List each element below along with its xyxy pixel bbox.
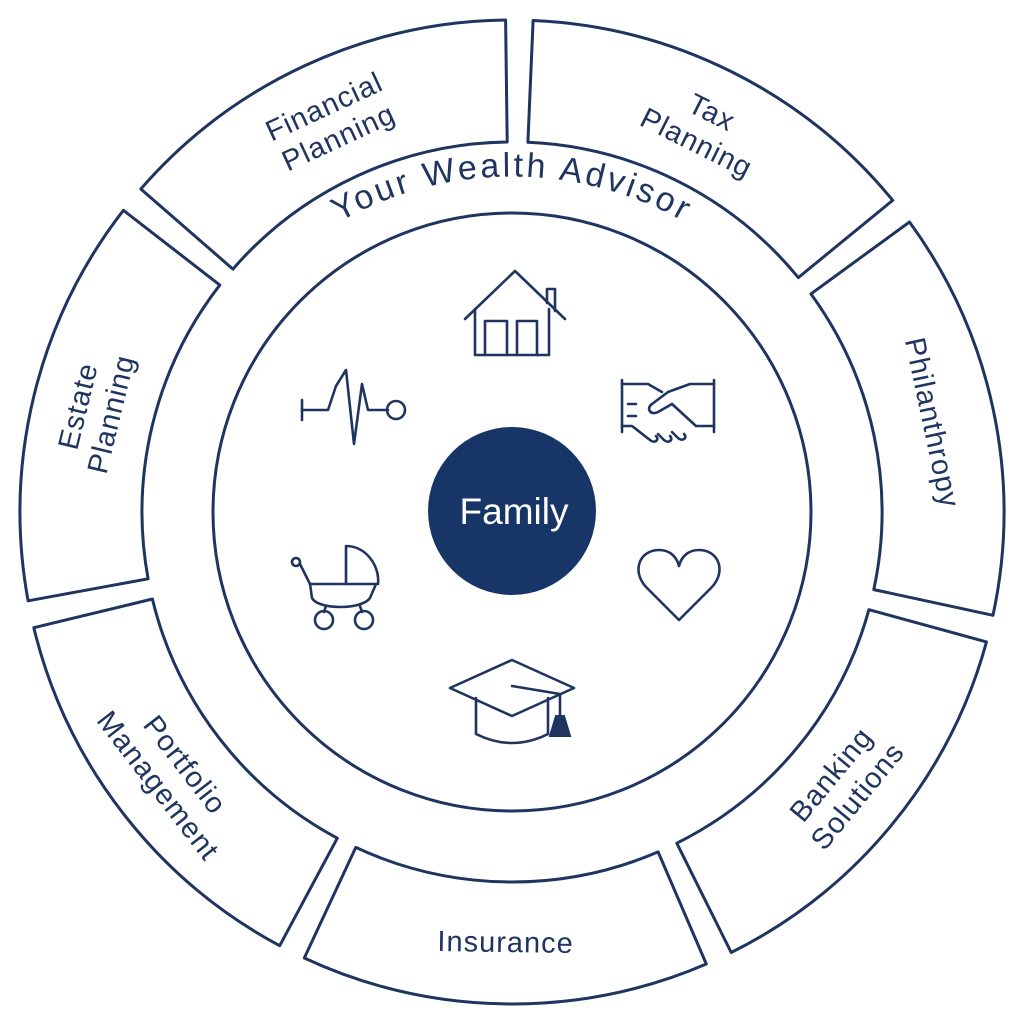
- family-hub: [428, 427, 596, 595]
- segment-label-portfolio: PortfolioManagement: [90, 685, 252, 867]
- segment-estate: [18, 208, 222, 603]
- segment-label-philanthropy: Philanthropy: [898, 335, 965, 511]
- graduation-cap-icon: [448, 658, 576, 745]
- stroller-icon: [290, 544, 380, 631]
- segment-tax: [526, 19, 895, 280]
- segment-label-tax: TaxPlanning: [635, 72, 773, 185]
- segment-label-banking: BankingSolutions: [779, 715, 911, 856]
- house-icon: [463, 269, 567, 357]
- heartbeat-icon: [300, 368, 407, 446]
- family-label: Family: [460, 491, 569, 532]
- ring-title: Your Wealth Advisor: [325, 146, 699, 229]
- segment-label-financial: FinancialPlanning: [261, 66, 402, 179]
- segment-banking: [675, 608, 988, 954]
- inner-circle: [211, 211, 813, 813]
- segment-label-line: Insurance: [437, 926, 574, 960]
- segment-label-estate: EstatePlanning: [49, 344, 142, 477]
- segment-portfolio: [32, 597, 339, 948]
- segment-philanthropy: [809, 220, 1006, 617]
- handshake-icon: [620, 378, 716, 443]
- segment-financial: [139, 18, 509, 271]
- ring-title-path: Your Wealth Advisor: [325, 146, 696, 229]
- heart-icon: [637, 548, 721, 622]
- segment-label-insurance: Insurance: [437, 926, 574, 960]
- segment-insurance: [302, 845, 708, 1006]
- segment-label-line: Philanthropy: [898, 335, 965, 511]
